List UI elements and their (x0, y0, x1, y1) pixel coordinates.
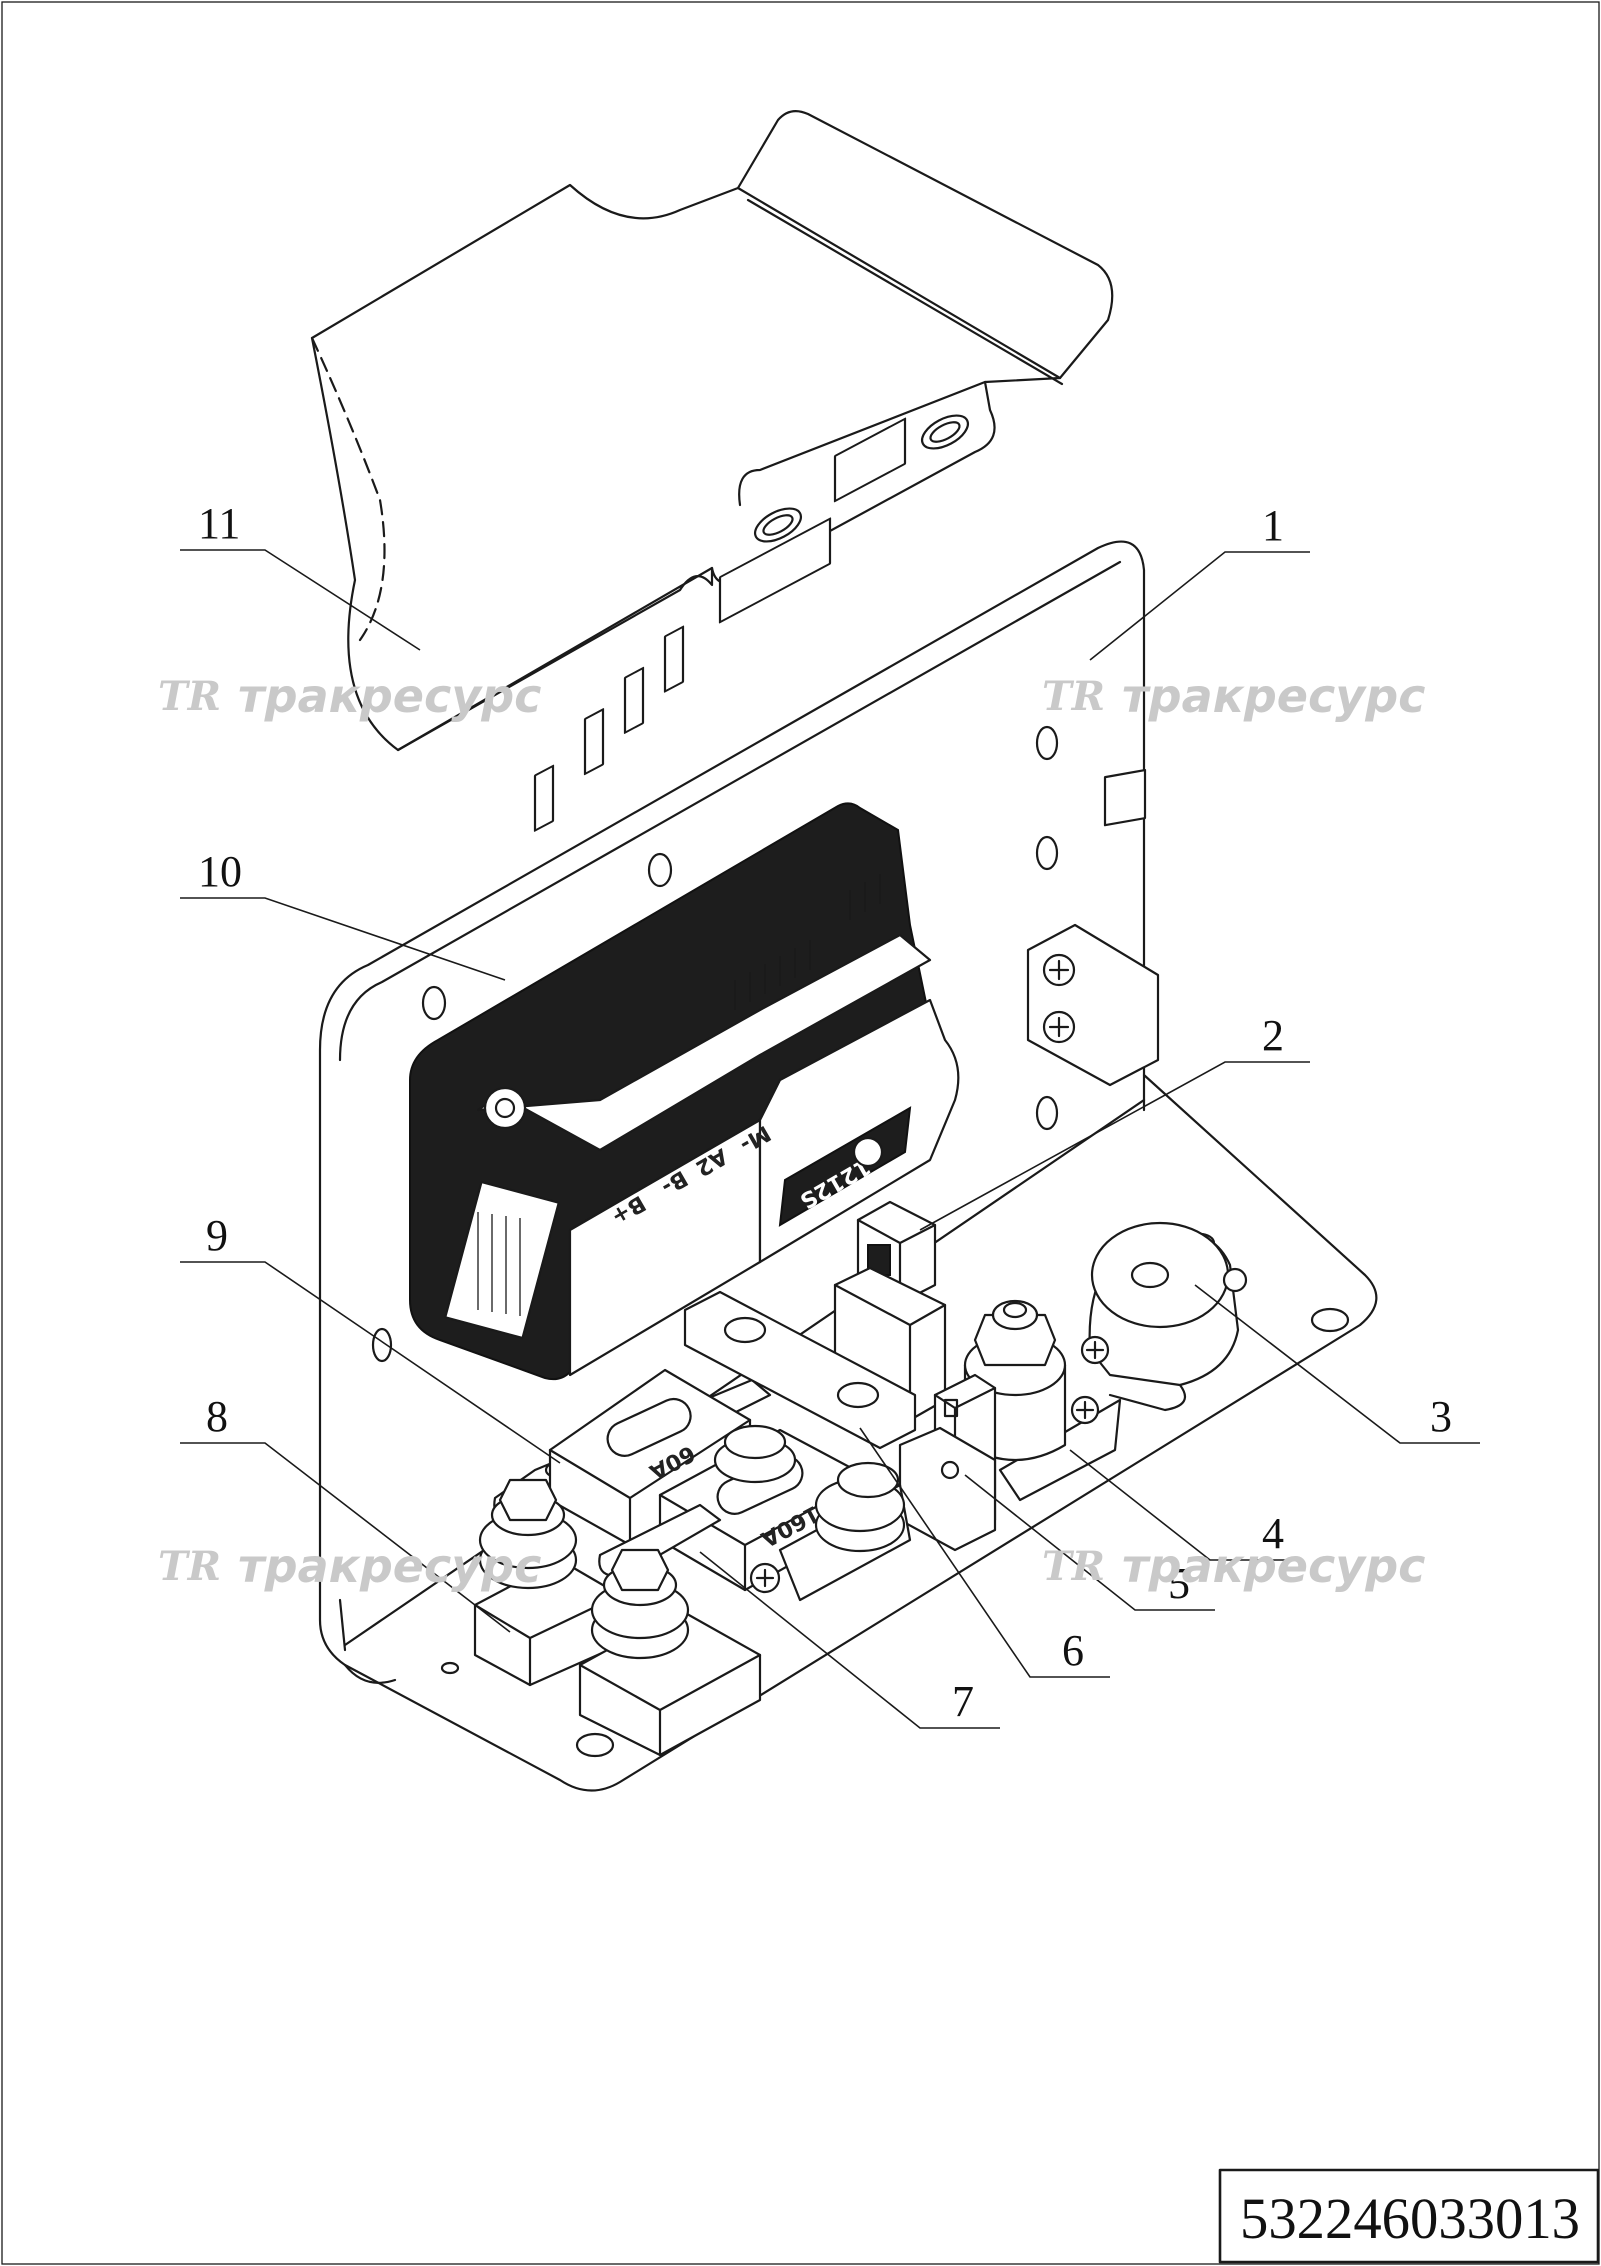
watermark-text: тракресурс (238, 669, 541, 723)
leader-lines (180, 549, 1480, 1729)
callout-5: 5 (1168, 1559, 1190, 1608)
watermark-top-left: TR тракресурс (158, 669, 541, 723)
callout-2: 2 (1262, 1011, 1284, 1060)
callout-11: 11 (198, 499, 240, 548)
watermark-logo: TR (158, 1543, 221, 1590)
watermarks: TR тракресурс TR тракресурс TR тракресур… (158, 669, 1425, 1593)
callout-10: 10 (198, 847, 242, 896)
watermark-top-right: TR тракресурс (1042, 669, 1425, 723)
callout-8: 8 (206, 1392, 228, 1441)
callout-4: 4 (1262, 1509, 1284, 1558)
part-5-relay-block (898, 1373, 997, 1552)
document-number-box: 532246033013 (1218, 2168, 1600, 2264)
callout-3: 3 (1430, 1392, 1452, 1441)
callout-7: 7 (952, 1677, 974, 1726)
watermark-text: тракресурс (1122, 669, 1425, 723)
part-3-buzzer (1080, 1221, 1248, 1412)
watermark-logo: TR (158, 673, 221, 720)
callout-numbers: 11 1 10 2 9 8 3 4 5 6 7 (198, 499, 1452, 1726)
part-10-motor-controller: B+ B- A2 M- 1212S (409, 417, 960, 1381)
callout-9: 9 (206, 1211, 228, 1260)
callout-1: 1 (1262, 501, 1284, 550)
part-6-busbar-long (683, 1290, 917, 1450)
watermark-bottom-right: TR тракресурс (1042, 1539, 1425, 1593)
callout-6: 6 (1062, 1626, 1084, 1675)
part-8-terminal-stack (473, 1424, 912, 1757)
watermark-logo: TR (1042, 673, 1105, 720)
watermark-bottom-left: TR тракресурс (158, 1539, 541, 1593)
watermark-logo: TR (1042, 1543, 1105, 1590)
document-number: 532246033013 (1240, 2186, 1580, 2251)
watermark-text: тракресурс (1122, 1539, 1425, 1593)
watermark-text: тракресурс (238, 1539, 541, 1593)
